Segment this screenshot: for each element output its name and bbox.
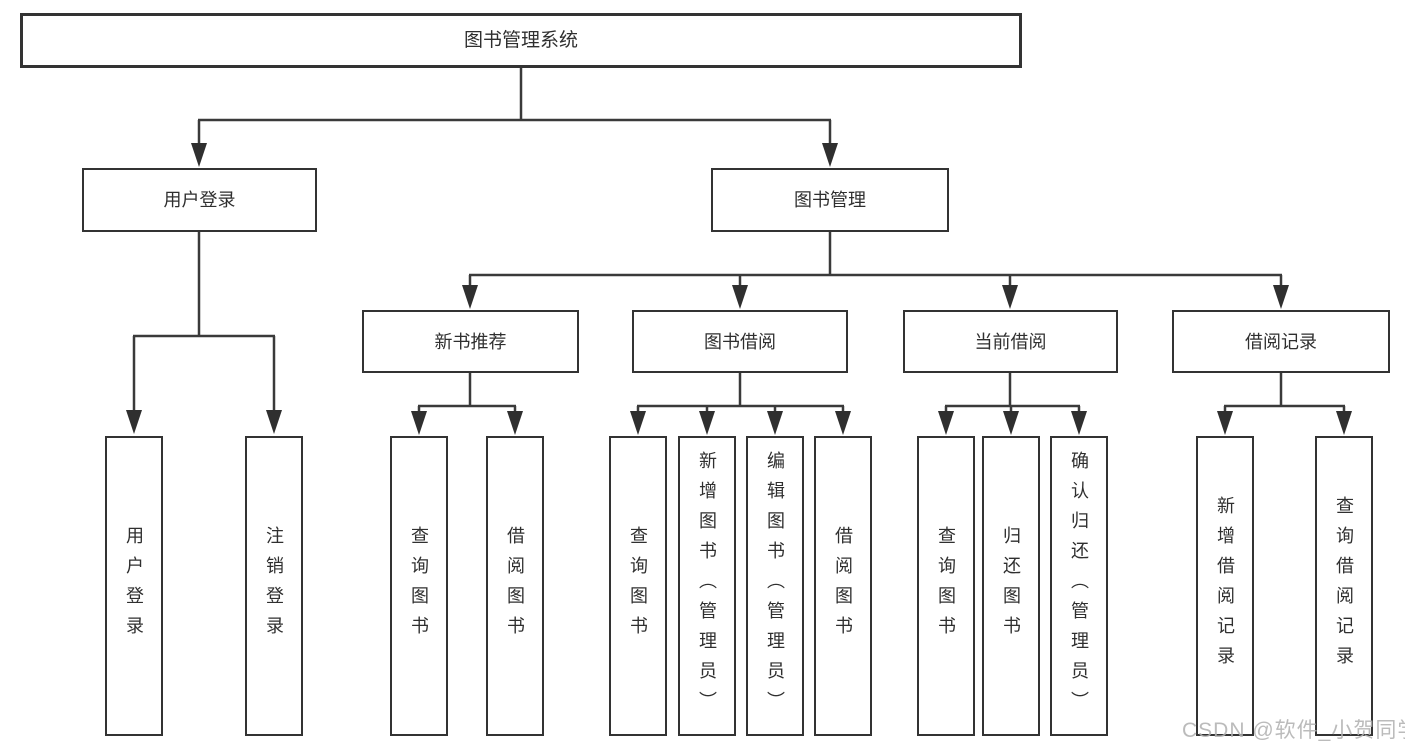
node-current-borrowing: 当前借阅 (903, 310, 1118, 373)
leaf-recommend-borrow-books: 借阅图书 (486, 436, 544, 736)
leaf-recommend-query-books: 查询图书 (390, 436, 448, 736)
leaf-recommend-borrow-books-label: 借阅图书 (505, 526, 525, 646)
leaf-current-return-books-label: 归还图书 (1001, 526, 1021, 646)
leaf-user-login-label: 用户登录 (124, 526, 144, 646)
leaf-user-login: 用户登录 (105, 436, 163, 736)
node-borrowing-records-label: 借阅记录 (1245, 331, 1317, 352)
leaf-current-query-books-label: 查询图书 (936, 526, 956, 646)
leaf-borrowing-query-books-label: 查询图书 (628, 526, 648, 646)
arrow-head (126, 410, 142, 434)
arrow-head (822, 143, 838, 167)
arrow-head (630, 411, 646, 435)
leaf-current-query-books: 查询图书 (917, 436, 975, 736)
leaf-logout-label: 注销登录 (264, 526, 284, 646)
node-user-login-label: 用户登录 (163, 190, 236, 210)
node-book-management-label: 图书管理 (794, 190, 866, 210)
leaf-borrowing-edit-books-admin: 编辑图书（管理员） (746, 436, 804, 736)
leaf-borrowing-borrow-books: 借阅图书 (814, 436, 872, 736)
arrow-head (1003, 411, 1019, 435)
csdn-watermark: CSDN @软件_小贺同学 (1182, 719, 1405, 742)
arrow-head (699, 411, 715, 435)
arrow-head (732, 285, 748, 309)
leaf-records-add-record-label: 新增借阅记录 (1215, 496, 1235, 676)
arrow-head (835, 411, 851, 435)
leaf-records-query-record-label: 查询借阅记录 (1334, 496, 1354, 676)
arrow-head (1071, 411, 1087, 435)
node-new-book-recommend-label: 新书推荐 (434, 331, 507, 352)
leaf-logout: 注销登录 (245, 436, 303, 736)
leaf-records-query-record: 查询借阅记录 (1315, 436, 1373, 736)
node-user-login: 用户登录 (82, 168, 317, 232)
leaf-borrowing-edit-books-admin-label: 编辑图书（管理员） (765, 451, 785, 721)
arrow-head (266, 410, 282, 434)
node-root: 图书管理系统 (20, 13, 1022, 68)
arrow-head (462, 285, 478, 309)
leaf-current-return-books: 归还图书 (982, 436, 1040, 736)
arrow-head (1217, 411, 1233, 435)
arrow-head (938, 411, 954, 435)
arrow-head (767, 411, 783, 435)
leaf-borrowing-query-books: 查询图书 (609, 436, 667, 736)
arrow-head (1273, 285, 1289, 309)
leaf-borrowing-add-books-admin: 新增图书（管理员） (678, 436, 736, 736)
node-book-borrowing-label: 图书借阅 (704, 331, 776, 352)
arrow-head (1002, 285, 1018, 309)
leaf-current-confirm-return-admin-label: 确认归还（管理员） (1069, 451, 1089, 721)
leaf-borrowing-add-books-admin-label: 新增图书（管理员） (697, 451, 717, 721)
arrow-head (411, 411, 427, 435)
node-new-book-recommend: 新书推荐 (362, 310, 579, 373)
leaf-recommend-query-books-label: 查询图书 (409, 526, 429, 646)
node-current-borrowing-label: 当前借阅 (974, 331, 1047, 352)
node-book-management: 图书管理 (711, 168, 949, 232)
arrow-head (191, 143, 207, 167)
leaf-current-confirm-return-admin: 确认归还（管理员） (1050, 436, 1108, 736)
leaf-records-add-record: 新增借阅记录 (1196, 436, 1254, 736)
arrow-head (507, 411, 523, 435)
node-book-borrowing: 图书借阅 (632, 310, 848, 373)
arrow-head (1336, 411, 1352, 435)
node-borrowing-records: 借阅记录 (1172, 310, 1390, 373)
leaf-borrowing-borrow-books-label: 借阅图书 (833, 526, 853, 646)
node-root-label: 图书管理系统 (463, 30, 578, 51)
